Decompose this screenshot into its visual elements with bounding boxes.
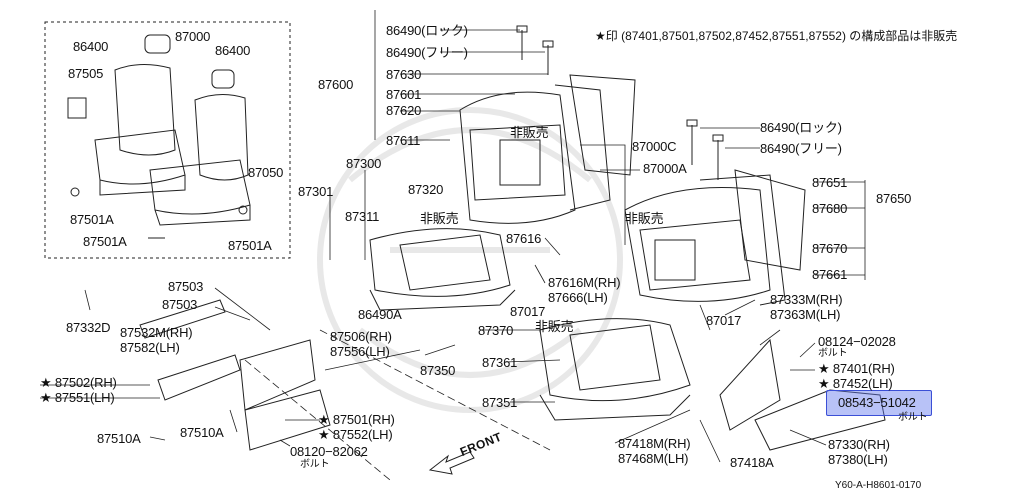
inset-bolt-a [70, 187, 80, 197]
part-label[interactable]: 86490(ロック) [386, 23, 468, 38]
part-label[interactable]: 87050 [248, 165, 284, 180]
part-label[interactable]: 86490(フリー) [760, 141, 842, 156]
front-cushion [369, 228, 516, 311]
part-label[interactable]: 87380(LH) [828, 452, 888, 467]
not-for-sale-label: 非販売 [535, 319, 574, 334]
part-label[interactable]: ★ 87552(LH) [318, 427, 393, 442]
part-label[interactable]: 87510A [97, 431, 141, 446]
front-seatback [459, 25, 636, 224]
part-label[interactable]: 87650 [876, 191, 912, 206]
part-label[interactable]: 87501A [228, 238, 272, 253]
side-panel [719, 338, 886, 451]
part-label[interactable]: 87370 [478, 323, 514, 338]
inset-seat-right [149, 69, 251, 226]
part-label[interactable]: 87503 [168, 279, 204, 294]
not-for-sale-label: 非販売 [510, 125, 549, 140]
part-label[interactable]: 87361 [482, 355, 518, 370]
rear-cushion [539, 318, 691, 421]
part-label[interactable]: 87300 [346, 156, 382, 171]
part-label[interactable]: 87330(RH) [828, 437, 890, 452]
part-label[interactable]: 87505 [68, 66, 104, 81]
part-label[interactable]: 86490A [358, 307, 402, 322]
bolt-label: ボルト [300, 459, 330, 470]
part-label[interactable]: ★ 87502(RH) [40, 375, 117, 390]
part-label[interactable]: 87506(RH) [330, 329, 392, 344]
part-label[interactable]: 87418A [730, 455, 774, 470]
part-label[interactable]: 87311 [345, 209, 380, 224]
part-label[interactable]: ★ 87401(RH) [818, 361, 895, 376]
part-label[interactable]: 87333M(RH) [770, 292, 843, 307]
part-label[interactable]: 87501A [83, 234, 127, 249]
part-label[interactable]: 87332D [66, 320, 111, 335]
part-label[interactable]: 87616 [506, 231, 542, 246]
part-label[interactable]: 87616M(RH) [548, 275, 621, 290]
inset-part-87505 [67, 97, 87, 119]
part-label[interactable]: 87582(LH) [120, 340, 180, 355]
part-label[interactable]: 87651 [812, 175, 848, 190]
highlighted-part-label[interactable]: 08543−51042 [838, 395, 916, 410]
part-label[interactable]: 87000 [175, 29, 211, 44]
inset-bolt-c [238, 205, 248, 215]
inset-seat-left [94, 34, 186, 196]
part-label[interactable]: 87600 [318, 77, 354, 92]
part-label[interactable]: 87680 [812, 201, 848, 216]
part-label[interactable]: 87501A [70, 212, 114, 227]
part-label[interactable]: 86400 [73, 39, 109, 54]
part-label[interactable]: 08124−02028 [818, 334, 896, 349]
part-label[interactable]: 86490(ロック) [760, 120, 842, 135]
part-label[interactable]: 87661 [812, 267, 848, 282]
part-label[interactable]: ★ 87452(LH) [818, 376, 893, 391]
part-label[interactable]: 87503 [162, 297, 198, 312]
part-label[interactable]: 87017 [706, 313, 742, 328]
not-for-sale-label: 非販売 [420, 211, 459, 226]
part-label[interactable]: 87350 [420, 363, 456, 378]
part-label[interactable]: 87601 [386, 87, 422, 102]
front-arrow [428, 451, 475, 475]
part-label[interactable]: 87510A [180, 425, 224, 440]
leader-lines [40, 10, 866, 481]
part-label[interactable]: 87670 [812, 241, 848, 256]
inset-frame [44, 21, 291, 259]
highlighted-part-box[interactable] [826, 390, 932, 416]
part-label[interactable]: 87468M(LH) [618, 451, 689, 466]
part-label[interactable]: 87000A [643, 161, 687, 176]
rear-seatback [624, 119, 806, 306]
sale-note: ★印 (87401,87501,87502,87452,87551,87552)… [595, 29, 958, 43]
bolt-label: ボルト [818, 348, 848, 359]
part-label[interactable]: 87418M(RH) [618, 436, 691, 451]
part-label[interactable]: 87666(LH) [548, 290, 608, 305]
part-label[interactable]: ★ 87501(RH) [318, 412, 395, 427]
part-label[interactable]: 86490(フリー) [386, 45, 468, 60]
part-label[interactable]: 87556(LH) [330, 344, 390, 359]
drawing-code: Y60-A-H8601-0170 [835, 480, 922, 491]
part-label[interactable]: 87630 [386, 67, 422, 82]
part-label[interactable]: 87320 [408, 182, 444, 197]
part-label[interactable]: ★ 87551(LH) [40, 390, 115, 405]
part-label[interactable]: 87301 [298, 184, 334, 199]
part-label[interactable]: 87017 [510, 304, 546, 319]
part-label[interactable]: 87620 [386, 103, 422, 118]
part-label[interactable]: 86400 [215, 43, 251, 58]
seat-slide-rails [139, 299, 331, 451]
part-label[interactable]: 87363M(LH) [770, 307, 841, 322]
part-label[interactable]: 87000C [632, 139, 677, 154]
bolt-label: ボルト [898, 412, 928, 423]
part-label[interactable]: 87611 [386, 133, 421, 148]
part-label[interactable]: 08120−82062 [290, 444, 368, 459]
part-label[interactable]: 87532M(RH) [120, 325, 193, 340]
not-for-sale-label: 非販売 [625, 211, 664, 226]
part-label[interactable]: 87351 [482, 395, 518, 410]
watermark-emblem [317, 107, 623, 413]
